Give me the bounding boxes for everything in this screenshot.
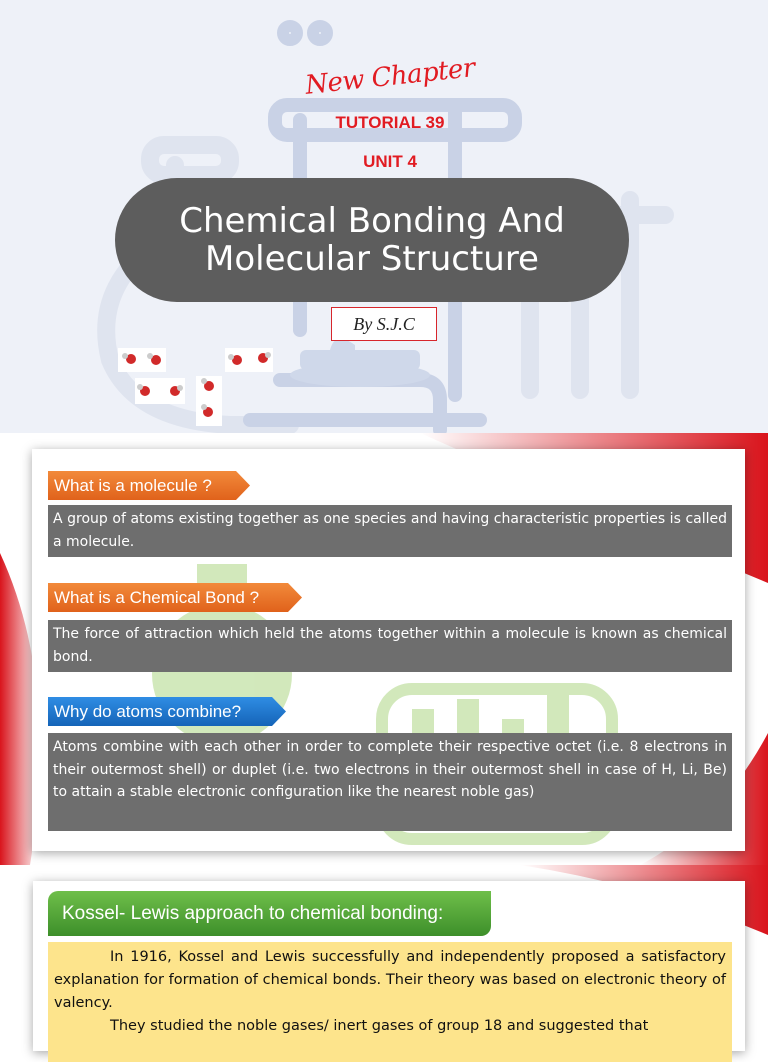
title-banner: Chemical Bonding And Molecular Structure: [115, 178, 629, 302]
paragraph-1: In 1916, Kossel and Lewis successfully a…: [54, 949, 726, 1011]
tutorial-number: TUTORIAL 39: [335, 113, 445, 132]
kossel-lewis-text: In 1916, Kossel and Lewis successfully a…: [48, 942, 732, 1062]
question-tag-why-combine: Why do atoms combine?: [48, 697, 286, 726]
kossel-lewis-slide: Kossel- Lewis approach to chemical bondi…: [0, 865, 768, 1062]
unit-number: UNIT 4: [363, 152, 417, 171]
question-tag-chemical-bond: What is a Chemical Bond ?: [48, 583, 302, 612]
kossel-lewis-heading: Kossel- Lewis approach to chemical bondi…: [48, 891, 491, 936]
kossel-lewis-card: Kossel- Lewis approach to chemical bondi…: [33, 881, 745, 1062]
answer-why-combine: Atoms combine with each other in order t…: [48, 733, 732, 831]
water-molecule-icon: [118, 348, 273, 426]
definitions-card: What is a molecule ? A group of atoms ex…: [32, 449, 745, 851]
question-tag-molecule: What is a molecule ?: [48, 471, 250, 500]
answer-chemical-bond: The force of attraction which held the a…: [48, 620, 732, 672]
answer-molecule: A group of atoms existing together as on…: [48, 505, 732, 557]
paragraph-2: They studied the noble gases/ inert gase…: [110, 1018, 649, 1034]
author-byline: By S.J.C: [331, 307, 437, 341]
chapter-title: Chemical Bonding And Molecular Structure: [179, 201, 565, 279]
cover-slide: New Chapter TUTORIAL 39 UNIT 4 Chemical …: [0, 0, 768, 437]
definitions-slide: What is a molecule ? A group of atoms ex…: [0, 433, 768, 865]
